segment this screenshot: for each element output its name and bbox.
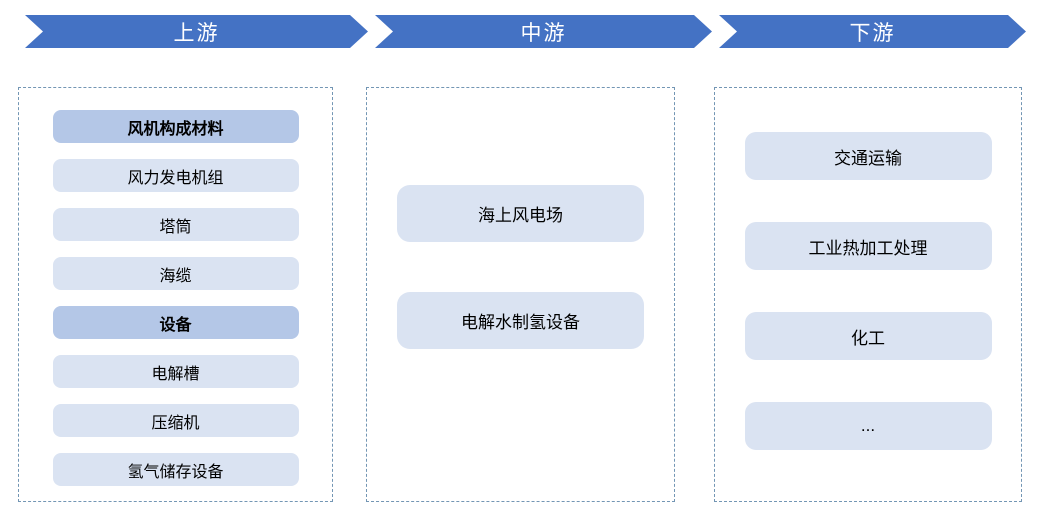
banner-midstream: 中游 <box>375 15 712 48</box>
chain-item-header: 设备 <box>52 306 299 339</box>
column-upstream: 风机构成材料风力发电机组塔筒海缆设备电解槽压缩机氢气储存设备 <box>18 87 333 502</box>
column-downstream: 交通运输工业热加工处理化工... <box>714 87 1022 502</box>
banner-upstream-label: 上游 <box>173 21 220 45</box>
column-midstream: 海上风电场电解水制氢设备 <box>366 87 675 502</box>
chain-item-regular: 氢气储存设备 <box>52 453 299 486</box>
chain-item-regular: 压缩机 <box>52 404 299 437</box>
chain-item-regular: 塔筒 <box>52 208 299 241</box>
chain-item-regular: ... <box>744 402 992 450</box>
banner-upstream: 上游 <box>25 15 368 48</box>
chain-item-regular: 化工 <box>744 312 992 360</box>
banner-midstream-label: 中游 <box>520 21 567 45</box>
banner-downstream: 下游 <box>719 15 1026 48</box>
chain-item-regular: 工业热加工处理 <box>744 222 992 270</box>
banner-row: 上游 中游 下游 <box>25 15 1026 48</box>
chain-item-regular: 风力发电机组 <box>52 159 299 192</box>
chain-item-regular: 电解水制氢设备 <box>397 292 644 349</box>
chain-item-regular: 电解槽 <box>52 355 299 388</box>
chain-item-regular: 海上风电场 <box>397 185 644 242</box>
chain-item-regular: 交通运输 <box>744 132 992 180</box>
banner-downstream-label: 下游 <box>849 21 896 45</box>
chain-item-header: 风机构成材料 <box>52 110 299 143</box>
chain-item-regular: 海缆 <box>52 257 299 290</box>
